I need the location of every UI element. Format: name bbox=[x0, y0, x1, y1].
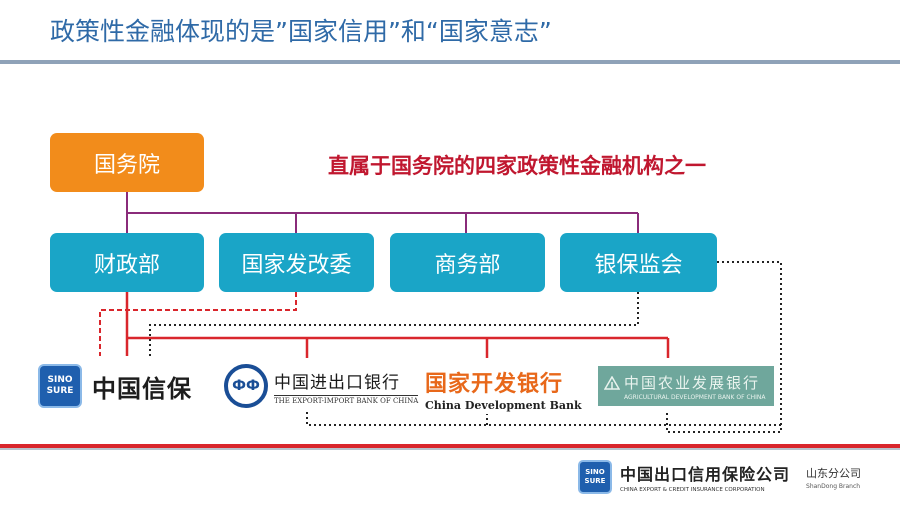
cbirc-inner-dotted-link bbox=[306, 410, 781, 426]
footer-sinosure-badge-icon: SINO SURE bbox=[578, 460, 612, 494]
cbirc-outer-dotted-link bbox=[666, 261, 782, 433]
adbc-emblem-icon bbox=[604, 376, 620, 390]
ministry-box-caizheng: 财政部 bbox=[50, 233, 204, 292]
footer-gray-rule bbox=[0, 448, 900, 450]
footer-company-english: CHINA EXPORT & CREDIT INSURANCE CORPORAT… bbox=[620, 487, 765, 493]
footer-branch-name: 山东分公司 bbox=[806, 466, 862, 480]
footer-company-logo: SINO SURE 中国出口信用保险公司 CHINA EXPORT & CRED… bbox=[578, 460, 861, 494]
ministry-box-shangwu: 商务部 bbox=[390, 233, 545, 292]
ministry-box-fagaiwei: 国家发改委 bbox=[219, 233, 374, 292]
exim-emblem-icon: ФФ bbox=[224, 364, 268, 408]
sinosure-name: 中国信保 bbox=[92, 374, 192, 403]
sinosure-badge-icon: SINO SURE bbox=[38, 364, 82, 408]
exim-name: 中国进出口银行 bbox=[274, 372, 400, 393]
cdb-name: 国家开发银行 bbox=[425, 372, 564, 397]
cdb-english-name: China Development Bank bbox=[425, 399, 582, 412]
adbc-name: 中国农业发展银行 bbox=[624, 373, 761, 392]
adbc-logo: 中国农业发展银行 AGRICULTURAL DEVELOPMENT BANK O… bbox=[598, 366, 774, 406]
title-divider bbox=[0, 60, 900, 64]
adbc-english-name: AGRICULTURAL DEVELOPMENT BANK OF CHINA bbox=[624, 393, 766, 401]
ministry-label: 商务部 bbox=[434, 252, 501, 278]
cdb-logo: 国家开发银行 China Development Bank bbox=[425, 366, 582, 412]
ministry-box-yinbao: 银保监会 bbox=[560, 233, 717, 292]
state-council-box: 国务院 bbox=[50, 133, 204, 192]
ministry-label: 财政部 bbox=[93, 252, 160, 278]
ndrc-dashed-link bbox=[99, 292, 297, 356]
footer-red-rule bbox=[0, 444, 900, 448]
headline-text: 直属于国务院的四家政策性金融机构之一 bbox=[328, 154, 706, 178]
ministry-label: 银保监会 bbox=[594, 252, 683, 278]
cbirc-dotted-link bbox=[149, 292, 639, 356]
sinosure-logo: SINO SURE 中国信保 bbox=[38, 364, 192, 408]
ministry-label: 国家发改委 bbox=[241, 252, 352, 278]
footer-company-name: 中国出口信用保险公司 bbox=[620, 465, 791, 484]
page-title: 政策性金融体现的是”国家信用”和“国家意志” bbox=[50, 17, 552, 46]
state-council-label: 国务院 bbox=[93, 152, 160, 178]
footer-branch-english: ShanDong Branch bbox=[806, 482, 861, 490]
exim-bank-logo: ФФ 中国进出口银行 THE EXPORT-IMPORT BANK OF CHI… bbox=[224, 364, 419, 408]
exim-english-name: THE EXPORT-IMPORT BANK OF CHINA bbox=[274, 394, 419, 405]
